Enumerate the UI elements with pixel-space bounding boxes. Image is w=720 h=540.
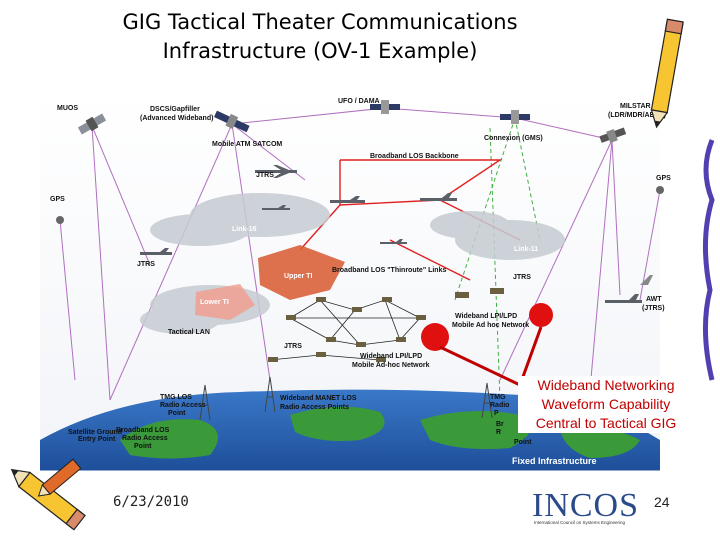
label-connexion: Connexion (GMS) [484, 135, 543, 142]
label-milstar-sub: (LDR/MDR/AEHF) [608, 112, 666, 119]
label-wb-lpi-2: Wideband LPI/LPD [360, 353, 422, 360]
label-bb-los-rap: Broadband LOS [116, 427, 170, 434]
callout-line-2: Waveform Capability [541, 396, 671, 412]
label-link16: Link-16 [232, 226, 257, 233]
slide-title-line-1: GIG Tactical Theater Communications [122, 10, 518, 34]
label-manet-b: Radio Access Points [280, 404, 349, 411]
upper-ti-region [258, 245, 345, 300]
pencil-clipart-icon [650, 18, 684, 129]
label-mobile-atm: Mobile ATM SATCOM [212, 141, 282, 148]
muos-satellite-icon [77, 113, 107, 135]
label-bb-thinroute: Broadband LOS "Thinroute" Links [332, 267, 446, 274]
label-bb-los-backbone: Broadband LOS Backbone [370, 153, 459, 160]
label-lower-ti: Lower TI [200, 299, 229, 306]
lower-ti-region [195, 284, 255, 320]
label-jtrs-mid: JTRS [513, 274, 531, 281]
label-br-r: Br [496, 421, 504, 428]
radio-towers [199, 376, 493, 421]
label-wb-lpi-1b: Mobile Ad hoc Network [452, 322, 529, 329]
aircraft-icons [140, 165, 653, 303]
ufo-satellite-icon [370, 100, 400, 114]
label-tmg-2c: P [494, 410, 499, 417]
label-sat-ground-b: Entry Point [78, 436, 116, 443]
label-tmg-2: TMG [490, 394, 506, 401]
incose-logo-tagline: International Council on Systems Enginee… [534, 520, 626, 525]
label-awt: AWT [646, 296, 662, 303]
label-upper-ti: Upper TI [284, 273, 312, 280]
gps-left-satellite-icon [56, 216, 64, 224]
label-br-r2: R [496, 429, 501, 436]
connexion-satellite-icon [500, 110, 530, 124]
label-dscs-sub: (Advanced Wideband) [140, 115, 213, 122]
milstar-satellite-icon [599, 127, 627, 144]
label-jtrs-low: JTRS [284, 343, 302, 350]
label-dscs: DSCS/Gapfiller [150, 106, 200, 113]
callout-line-1: Wideband Networking [537, 377, 675, 393]
satellite-icons [56, 100, 664, 224]
footer-date: 6/23/2010 [113, 494, 189, 510]
label-tmg-los-1b: Radio Access [160, 402, 206, 409]
label-awt-sub: (JTRS) [642, 305, 665, 312]
label-bb-los-rap-c: Point [134, 443, 152, 450]
label-tactical-lan: Tactical LAN [168, 329, 210, 336]
incose-logo: INCOSE International Council on Systems … [532, 488, 640, 525]
ground-vehicle-icons [268, 288, 504, 362]
label-tmg-2b: Radio [490, 402, 509, 409]
slide-title: GIG Tactical Theater Communications Infr… [60, 8, 580, 66]
gps-right-satellite-icon [656, 186, 664, 194]
scribble-decoration [703, 139, 715, 381]
label-bb-los-rap-b: Radio Access [122, 435, 168, 442]
pencil-clipart-bottom-icon [10, 458, 86, 531]
callout-text: Wideband Networking Waveform Capability … [518, 376, 694, 433]
callout-marker-right [529, 303, 553, 327]
ground-mesh [269, 299, 421, 361]
label-sat-ground: Satellite Ground [68, 429, 122, 436]
callout-marker-left [421, 323, 449, 351]
earth-landmasses [120, 406, 640, 459]
label-link11: Link-11 [514, 246, 538, 253]
label-wb-lpi-2b: Mobile Ad-hoc Network [352, 362, 430, 369]
diagram-labels: MUOS DSCS/Gapfiller (Advanced Wideband) … [50, 98, 671, 466]
slide-number: 24 [654, 494, 670, 510]
label-fixed-infra: Fixed Infrastructure [512, 456, 597, 466]
incose-logo-text: INCOSE [532, 488, 640, 524]
label-ufo: UFO / DAMA [338, 98, 380, 105]
label-tmg-los-1: TMG LOS [160, 394, 192, 401]
label-gps-right: GPS [656, 175, 671, 182]
label-jtrs-left: JTRS [137, 261, 155, 268]
label-manet: Wideband MANET LOS [280, 395, 357, 402]
label-jtrs-top: JTRS [256, 172, 274, 179]
label-wb-lpi-1: Wideband LPI/LPD [455, 313, 517, 320]
label-milstar: MILSTAR [620, 103, 651, 110]
green-links [454, 117, 541, 401]
dscs-satellite-icon [213, 110, 250, 133]
label-gps-left: GPS [50, 196, 65, 203]
label-tmg-los-1c: Point [168, 410, 186, 417]
label-muos: MUOS [57, 105, 78, 112]
label-point-r: Point [514, 439, 532, 446]
callout-line-3: Central to Tactical GIG [535, 415, 677, 431]
slide-title-line-2: Infrastructure (OV-1 Example) [162, 39, 478, 63]
